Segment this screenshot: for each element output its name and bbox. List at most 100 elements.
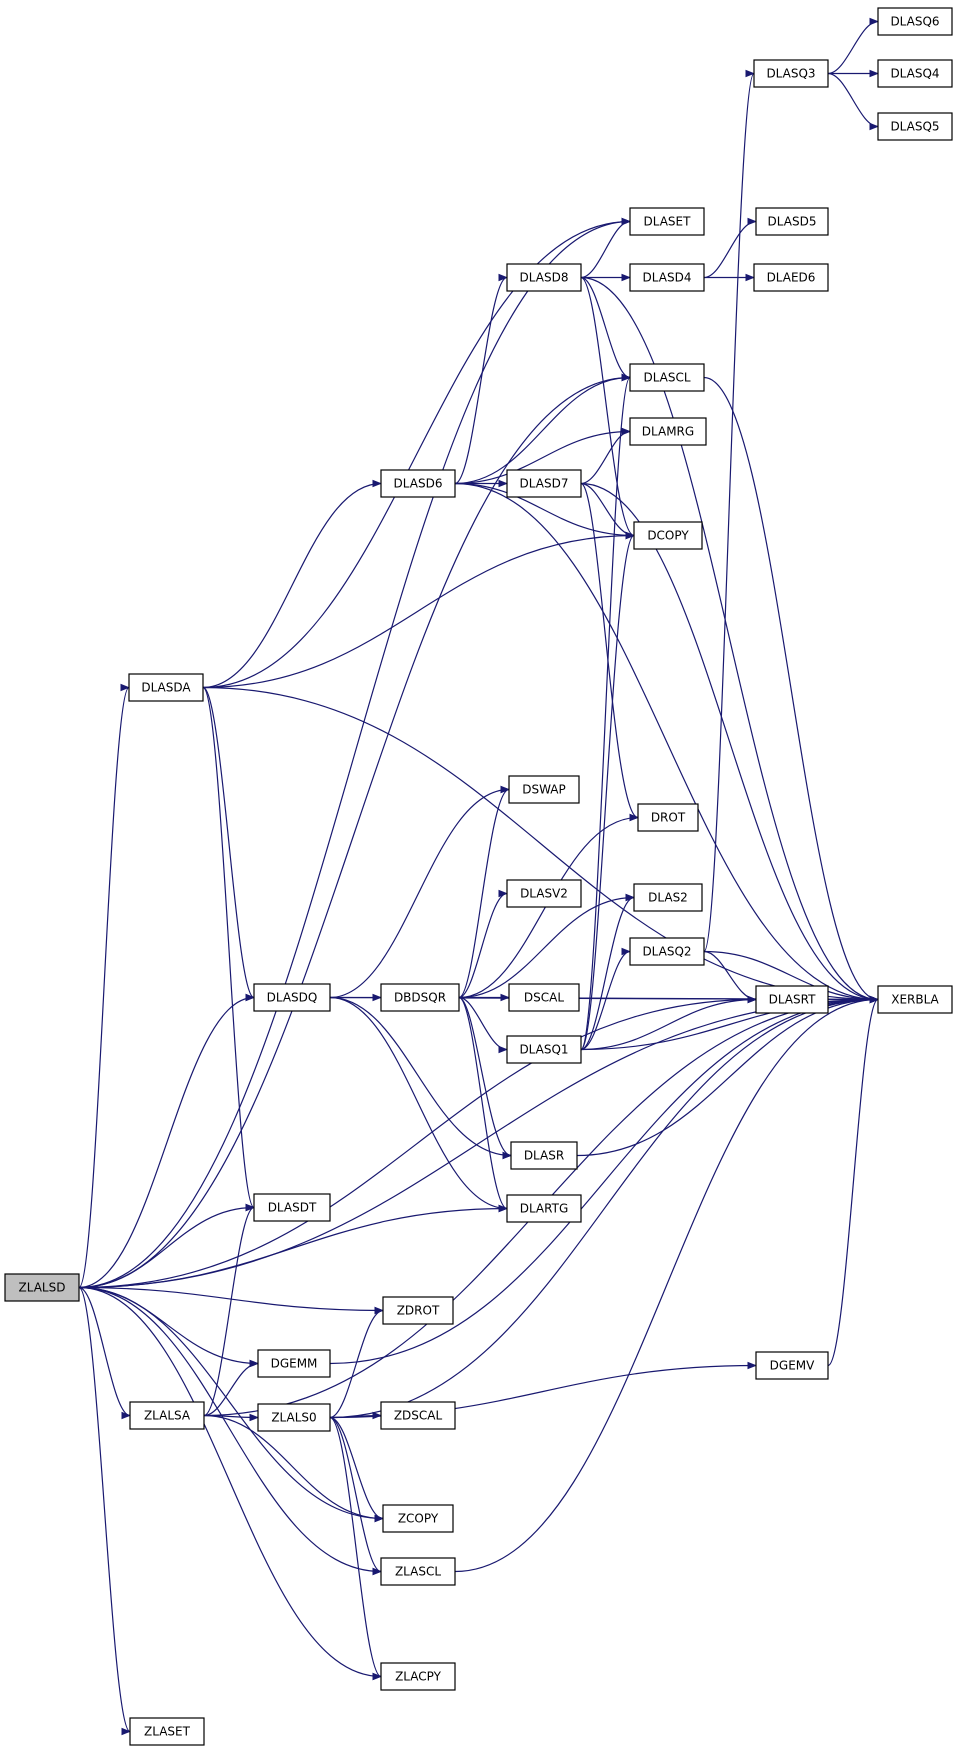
edge-zlals0-to-zlacpy [329,1416,382,1681]
node-dswap[interactable]: DSWAP [508,775,580,804]
node-box [508,983,580,1012]
node-box [508,775,580,804]
node-dbdsqr[interactable]: DBDSQR [380,983,460,1012]
node-box [380,1662,456,1691]
node-label: DLASQ2 [642,945,691,959]
node-box [877,112,953,141]
node-dlaset[interactable]: DLASET [629,207,705,236]
node-label: DLASD7 [520,477,569,491]
node-label: DLASET [644,215,692,229]
node-box [128,673,204,702]
node-dlasd5[interactable]: DLASD5 [755,207,829,236]
node-box [129,1401,205,1430]
node-xerbla[interactable]: XERBLA [877,985,953,1014]
node-dlasrt[interactable]: DLASRT [755,985,829,1014]
edge-dlasd6-to-xerbla [454,482,879,1004]
node-box [382,1504,454,1533]
node-dlasd8[interactable]: DLASD8 [506,263,582,292]
edge-dbdsqr-to-dlasr [458,996,512,1160]
node-zdscal[interactable]: ZDSCAL [380,1401,456,1430]
edge-zlalsd-to-dlasda [78,683,130,1289]
node-box [629,363,705,392]
node-label: DLASQ4 [890,67,939,81]
edge-dlasdq-to-dswap [329,785,510,999]
node-dlamrg[interactable]: DLAMRG [629,417,707,446]
node-zdrot[interactable]: ZDROT [382,1296,454,1325]
edge-dgemv-to-xerbla [827,995,879,1367]
edge-dlasq2-to-xerbla [703,950,879,1004]
node-dlasq5[interactable]: DLASQ5 [877,112,953,141]
edge-dlasd7-to-xerbla [580,482,879,1004]
node-dcopy[interactable]: DCOPY [633,521,703,550]
edge-dlasq1-to-dlasrt [580,995,757,1051]
node-dgemv[interactable]: DGEMV [755,1351,829,1380]
node-box [629,207,705,236]
nodes: ZLALSD DLASDA DLASDQ DLASDT ZLALSA ZLASET DLAS… [4,7,953,1746]
node-label: DGEMM [271,1357,318,1371]
node-dlasq6[interactable]: DLASQ6 [877,7,953,36]
edge-dlasq1-to-xerbla [580,995,879,1051]
node-dlasd6[interactable]: DLASD6 [380,469,456,498]
node-box [257,1349,331,1378]
edge-zlalsd-to-xerbla [78,995,879,1289]
edge-dlasq2-to-dlasrt [703,950,757,1004]
node-dlasq2[interactable]: DLASQ2 [629,937,705,966]
node-dlaed6[interactable]: DLAED6 [753,263,829,292]
node-box [753,59,829,88]
edge-dlasq3-to-dlasq5 [827,72,879,131]
node-label: DLAMRG [642,425,694,439]
node-dlasdt[interactable]: DLASDT [253,1193,331,1222]
node-drot[interactable]: DROT [637,803,699,832]
node-label: DLASD4 [643,271,692,285]
edge-dlasq1-to-dlasq2 [580,947,631,1051]
node-label: DLASRT [769,993,816,1007]
node-dlasr[interactable]: DLASR [510,1141,578,1170]
edge-dlasq2-to-dlasq3 [703,70,755,953]
node-dscal[interactable]: DSCAL [508,983,580,1012]
node-dlasq1[interactable]: DLASQ1 [506,1035,582,1064]
node-label: ZLALSA [144,1409,191,1423]
node-label: DLASV2 [520,887,568,901]
edge-dlasda-to-dlasdq [202,686,255,1002]
edge-dgemm-to-xerbla [329,995,879,1365]
node-dlasdq[interactable]: DLASDQ [253,983,331,1012]
node-label: DLAED6 [767,271,816,285]
edge-zlals0-to-zlascl [329,1416,382,1576]
edge-dlasda-to-dlaset [202,217,631,689]
edge-zlalsd-to-zlalsa [78,1286,131,1420]
node-label: ZLALSD [19,1281,66,1295]
node-dlasd4[interactable]: DLASD4 [629,263,705,292]
node-dlartg[interactable]: DLARTG [506,1194,582,1223]
edge-dlasd8-to-xerbla [580,276,879,1004]
node-label: DLASR [524,1149,564,1163]
edge-dlasq1-to-dcopy [580,531,635,1051]
edge-dlasd4-to-dlasd5 [703,217,757,279]
node-dlasda[interactable]: DLASDA [128,673,204,702]
node-box [755,985,829,1014]
edge-dlasd6-to-dlascl [454,373,631,485]
node-label: DBDSQR [394,991,446,1005]
node-dlascl[interactable]: DLASCL [629,363,705,392]
node-zlascl[interactable]: ZLASCL [380,1557,456,1586]
node-zlacpy[interactable]: ZLACPY [380,1662,456,1691]
node-zlalsd[interactable]: ZLALSD [4,1273,80,1302]
node-label: ZDSCAL [394,1409,443,1423]
node-dlasd7[interactable]: DLASD7 [506,469,582,498]
edge-dlasdq-to-dlasr [329,996,512,1160]
edge-zlalsa-to-dlasdt [203,1203,255,1417]
node-box [380,469,456,498]
node-label: DLARTG [520,1202,569,1216]
node-label: DLASDA [141,681,191,695]
node-dlasq4[interactable]: DLASQ4 [877,59,953,88]
node-dgemm[interactable]: DGEMM [257,1349,331,1378]
node-zlaset[interactable]: ZLASET [129,1717,205,1746]
node-dlasq3[interactable]: DLASQ3 [753,59,829,88]
node-box [253,1193,331,1222]
node-zlals0[interactable]: ZLALS0 [257,1403,331,1432]
node-label: DLASQ5 [890,120,939,134]
node-dlas2[interactable]: DLAS2 [633,883,703,912]
node-zlalsa[interactable]: ZLALSA [129,1401,205,1430]
node-dlasv2[interactable]: DLASV2 [506,879,582,908]
node-zcopy[interactable]: ZCOPY [382,1504,454,1533]
